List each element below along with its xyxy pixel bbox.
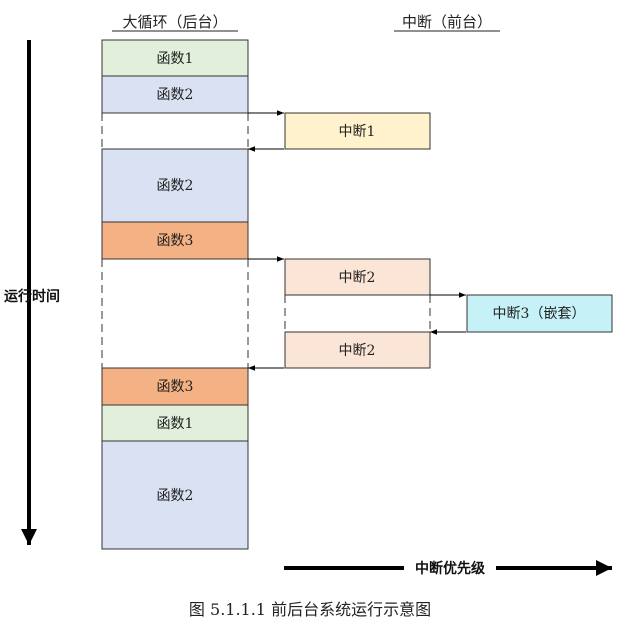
main-loop-label: 函数2 [157,87,194,103]
interrupt-label: 中断2 [339,270,376,286]
main-loop-label: 函数1 [157,51,194,67]
main-loop-label: 函数3 [157,233,194,249]
time-axis-label: 运行时间 [4,288,60,305]
figure-caption: 图 5.1.1.1 前后台系统运行示意图 [189,600,431,619]
foreground-interrupt-header: 中断（前台） [402,13,492,31]
main-loop-label: 函数3 [157,379,194,395]
main-loop-column: 函数1 函数2 函数2 函数3 函数3 函数1 函数2 [101,39,249,550]
main-loop-label: 函数2 [157,488,194,504]
interrupt-block [284,258,431,296]
main-loop-block [101,440,249,550]
main-loop-block [101,75,249,114]
interrupt-label: 中断1 [339,124,376,140]
interrupt-label: 中断2 [339,343,376,359]
main-loop-block [101,39,249,77]
interrupt-block [466,294,613,333]
main-loop-block [101,221,249,260]
interrupt-block [284,331,431,369]
main-loop-block [101,404,249,442]
main-loop-label: 函数2 [157,178,194,194]
interrupt-block [284,112,431,150]
interrupt-label: 中断3（嵌套） [493,306,586,322]
main-loop-block [101,148,249,223]
background-loop-header: 大循环（后台） [122,13,227,31]
main-loop-label: 函数1 [157,416,194,432]
priority-axis-label: 中断优先级 [415,560,486,577]
